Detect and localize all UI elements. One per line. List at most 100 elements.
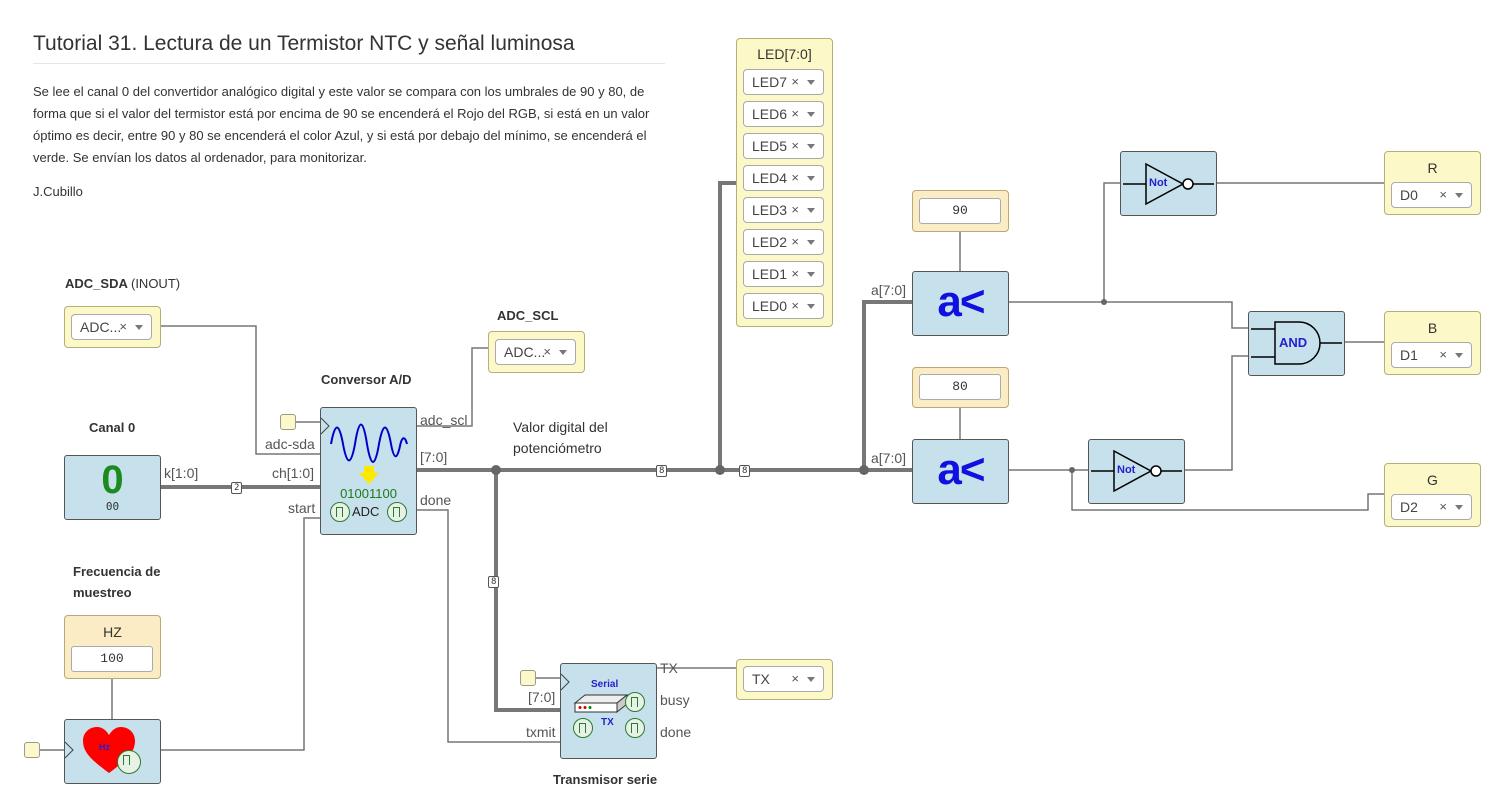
- adc-name: ADC: [352, 504, 380, 519]
- threshold-80-constant: 80: [912, 367, 1009, 408]
- clear-icon[interactable]: ×: [791, 298, 799, 313]
- tx-port: TX×: [736, 659, 833, 700]
- clear-icon[interactable]: ×: [791, 106, 799, 121]
- not-gate-2[interactable]: Not: [1088, 439, 1185, 504]
- clear-icon[interactable]: ×: [791, 202, 799, 217]
- canal0-glyph: 0: [101, 458, 124, 502]
- clear-icon[interactable]: ×: [791, 74, 799, 89]
- adc-bits: 01001100: [340, 486, 397, 501]
- wire-note-1: Valor digital del: [513, 419, 608, 435]
- clock-triangle-icon: [561, 673, 570, 691]
- not-gate-1[interactable]: Not: [1120, 151, 1217, 216]
- cmp-hi-block[interactable]: a<: [912, 271, 1009, 336]
- led-select-3[interactable]: LED4×: [743, 165, 824, 191]
- led-port-group: LED[7:0] LED7×LED6×LED5×LED4×LED3×LED2×L…: [736, 38, 833, 327]
- led-select-0[interactable]: LED7×: [743, 69, 824, 95]
- cmp-lo-block[interactable]: a<: [912, 439, 1009, 504]
- chevron-down-icon: [807, 208, 815, 213]
- adc-label: Conversor A/D: [321, 372, 412, 387]
- serial-pin-tx: TX: [660, 660, 678, 676]
- and-gate-icon: [1251, 321, 1342, 365]
- clear-icon[interactable]: ×: [543, 344, 551, 359]
- wire-cmp-hi-and: [1006, 301, 1250, 329]
- threshold-90-input[interactable]: 90: [919, 198, 1001, 224]
- wire-freq-start: [160, 517, 320, 751]
- wire-cmp-lo-g: [1071, 470, 1384, 511]
- clear-icon[interactable]: ×: [791, 266, 799, 281]
- waveform-icon: [330, 423, 408, 463]
- wire-adc-done-txmit: [416, 509, 560, 743]
- freq-label-2: muestreo: [73, 585, 132, 600]
- led-select-label: LED6: [752, 106, 788, 122]
- clock-pulse-icon: [573, 718, 593, 738]
- hz-constant: HZ 100: [64, 615, 161, 679]
- led-select-1[interactable]: LED6×: [743, 101, 824, 127]
- threshold-90-constant: 90: [912, 190, 1009, 232]
- tx-select[interactable]: TX×: [743, 666, 824, 692]
- led-select-7[interactable]: LED0×: [743, 293, 824, 319]
- g-select[interactable]: D2×: [1391, 494, 1472, 520]
- adc-clock-input[interactable]: [280, 414, 296, 430]
- serial-pin-txmit: txmit: [526, 724, 556, 740]
- serial-pin-data: [7:0]: [528, 689, 556, 705]
- adc-pin-scl: adc_scl: [420, 412, 468, 428]
- canal0-block[interactable]: 0 00: [64, 455, 161, 520]
- clock-pulse-icon: [625, 718, 645, 738]
- heart-text: Hz: [99, 742, 110, 752]
- freq-clock-input[interactable]: [24, 742, 40, 758]
- bus-leds: [718, 181, 736, 470]
- led-select-6[interactable]: LED1×: [743, 261, 824, 287]
- chevron-down-icon: [807, 272, 815, 277]
- clear-icon[interactable]: ×: [119, 319, 127, 334]
- chevron-down-icon: [807, 240, 815, 245]
- adc-block[interactable]: 01001100 ADC: [320, 407, 417, 535]
- and-gate[interactable]: AND: [1248, 311, 1345, 376]
- led-select-4[interactable]: LED3×: [743, 197, 824, 223]
- led-select-label: LED0: [752, 298, 788, 314]
- b-select[interactable]: D1×: [1391, 342, 1472, 368]
- clear-icon[interactable]: ×: [791, 234, 799, 249]
- page-author: J.Cubillo: [33, 184, 83, 199]
- clear-icon[interactable]: ×: [791, 170, 799, 185]
- clear-icon[interactable]: ×: [1439, 187, 1447, 202]
- not-gate-icon: [1123, 162, 1214, 206]
- not-gate-1-text: Not: [1149, 177, 1168, 189]
- wire-not2-and: [1182, 355, 1250, 471]
- r-port-label: R: [1427, 160, 1438, 176]
- led-select-label: LED3: [752, 202, 788, 218]
- led-select-label: LED1: [752, 266, 788, 282]
- clear-icon[interactable]: ×: [791, 138, 799, 153]
- canal0-pin-out: k[1:0]: [164, 465, 199, 481]
- clear-icon[interactable]: ×: [791, 671, 799, 686]
- serial-label: Transmisor serie: [553, 772, 658, 787]
- chevron-down-icon: [1455, 353, 1463, 358]
- clear-icon[interactable]: ×: [1439, 499, 1447, 514]
- clock-pulse-icon: [117, 750, 141, 774]
- hz-title: HZ: [103, 624, 122, 640]
- clock-triangle-icon: [65, 741, 74, 759]
- serial-block[interactable]: Serial TX: [560, 663, 657, 759]
- r-select[interactable]: D0×: [1391, 182, 1472, 208]
- freq-block[interactable]: Hz: [64, 719, 161, 784]
- clear-icon[interactable]: ×: [1439, 347, 1447, 362]
- not-gate-2-text: Not: [1117, 464, 1136, 476]
- chevron-down-icon: [1455, 193, 1463, 198]
- threshold-80-input[interactable]: 80: [919, 374, 1001, 400]
- wire-adc-sda: [157, 325, 320, 455]
- serial-clock-input[interactable]: [520, 670, 536, 686]
- hz-value-input[interactable]: 100: [71, 646, 153, 672]
- led-select-label: LED7: [752, 74, 788, 90]
- freq-label-1: Frecuencia de: [73, 564, 161, 579]
- canal0-value: 00: [105, 500, 120, 513]
- arrow-down-icon: [359, 466, 379, 484]
- adc-scl-select[interactable]: ADC...×: [495, 339, 576, 365]
- cmp-hi-pin: a[7:0]: [871, 282, 907, 298]
- serial-pin-busy: busy: [660, 692, 690, 708]
- led-select-5[interactable]: LED2×: [743, 229, 824, 255]
- adc-scl-port: ADC...×: [488, 331, 585, 373]
- led-select-2[interactable]: LED5×: [743, 133, 824, 159]
- chevron-down-icon: [559, 350, 567, 355]
- adc-sda-select[interactable]: ADC...×: [71, 314, 152, 340]
- r-port: R D0×: [1384, 151, 1481, 215]
